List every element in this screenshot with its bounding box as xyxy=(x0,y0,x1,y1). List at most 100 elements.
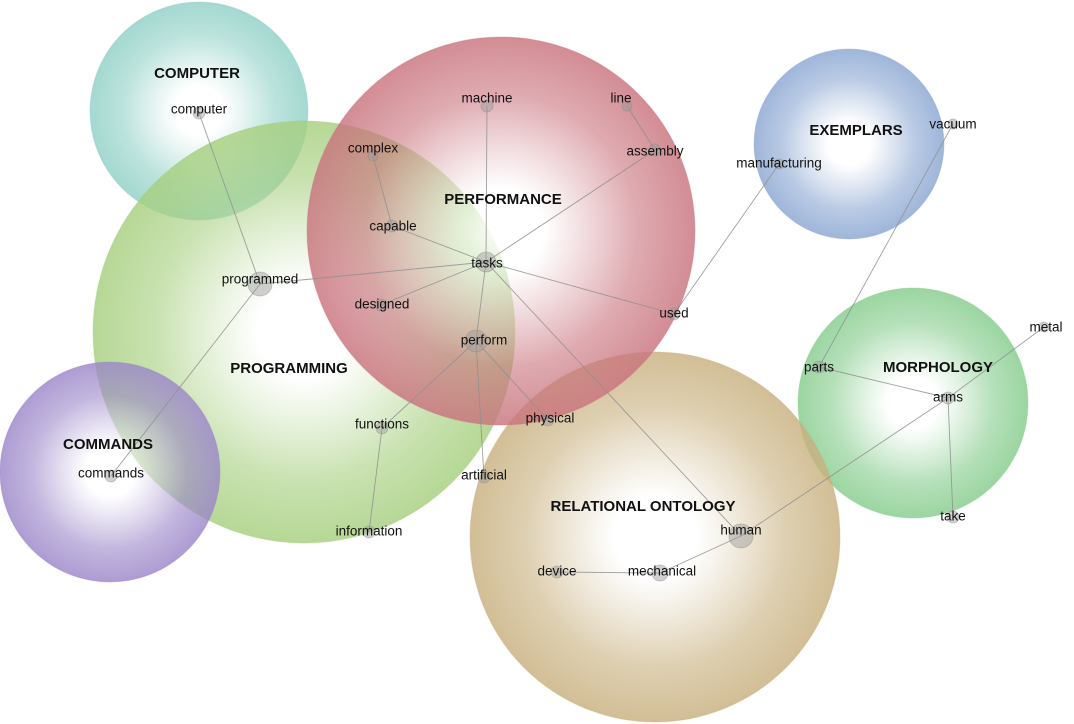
term-nodes: computer machine line assembly complex capabl… xyxy=(78,91,1063,582)
term-node-vacuum: vacuum xyxy=(929,117,976,132)
edge-perform-artificial xyxy=(475,340,485,478)
edge-tasks-designed xyxy=(380,261,487,306)
term-node-take: take xyxy=(940,509,966,524)
term-dot-designed xyxy=(374,298,388,312)
term-node-mechanical: mechanical xyxy=(628,564,696,582)
cluster-title-programming: PROGRAMMING xyxy=(230,360,348,377)
term-label-line: line xyxy=(610,91,631,106)
edge-assembly-tasks xyxy=(485,149,656,263)
edge-vacuum-parts xyxy=(818,123,954,368)
term-node-commands: commands xyxy=(78,466,144,483)
term-label-capable: capable xyxy=(369,219,416,234)
term-label-machine: machine xyxy=(461,91,512,106)
edge-programmed-tasks xyxy=(259,261,487,285)
edge-machine-tasks xyxy=(485,105,488,263)
edge-used-manufacturing xyxy=(673,163,780,315)
term-node-perform: perform xyxy=(461,329,508,353)
term-label-metal: metal xyxy=(1029,320,1062,335)
term-dot-capable xyxy=(385,219,399,233)
term-dot-machine xyxy=(480,99,494,113)
term-node-physical: physical xyxy=(526,411,575,427)
term-label-information: information xyxy=(336,524,403,539)
edge-programmed-commands xyxy=(110,283,261,477)
term-label-device: device xyxy=(537,564,576,579)
edge-tasks-human xyxy=(485,261,742,537)
term-node-artificial: artificial xyxy=(461,468,507,484)
term-dot-information xyxy=(362,525,376,539)
term-dot-perform xyxy=(464,329,488,353)
term-node-designed: designed xyxy=(355,297,410,312)
term-dot-manufacturing xyxy=(773,158,785,170)
term-dot-metal xyxy=(1038,321,1050,333)
term-node-capable: capable xyxy=(369,219,416,234)
edge-computer-programmed xyxy=(198,112,261,285)
term-label-vacuum: vacuum xyxy=(929,117,976,132)
term-dot-artificial xyxy=(477,470,491,484)
edge-device-mechanical xyxy=(556,571,661,574)
cluster-title-commands: COMMANDS xyxy=(63,436,153,453)
term-dot-vacuum xyxy=(947,118,959,130)
term-dot-physical xyxy=(541,413,555,427)
term-node-used: used xyxy=(659,306,688,321)
term-node-programmed: programmed xyxy=(222,271,299,297)
edge-arms-human xyxy=(740,397,949,537)
term-node-line: line xyxy=(610,91,633,112)
term-node-functions: functions xyxy=(355,417,409,435)
term-label-manufacturing: manufacturing xyxy=(736,156,822,171)
term-label-complex: complex xyxy=(348,141,399,156)
cluster-titles: COMPUTEREXEMPLARSPROGRAMMINGCOMMANDSMORP… xyxy=(63,65,993,515)
term-label-assembly: assembly xyxy=(626,144,683,159)
term-dot-used xyxy=(667,307,681,321)
term-dot-programmed xyxy=(247,271,273,297)
edge-complex-capable xyxy=(372,155,393,227)
edge-perform-functions xyxy=(381,340,477,429)
cluster-circle-relational xyxy=(469,351,841,723)
term-dot-arms xyxy=(941,391,955,405)
term-label-functions: functions xyxy=(355,417,409,432)
term-node-machine: machine xyxy=(461,91,513,113)
term-label-take: take xyxy=(940,509,966,524)
term-dot-assembly xyxy=(648,143,662,157)
term-label-designed: designed xyxy=(355,297,410,312)
edge-functions-information xyxy=(368,427,383,533)
term-node-computer: computer xyxy=(171,102,228,120)
cluster-circle-morphology xyxy=(797,287,1029,519)
term-node-assembly: assembly xyxy=(626,144,683,159)
edge-line-assembly xyxy=(626,105,656,151)
term-label-programmed: programmed xyxy=(222,272,299,287)
cluster-circles xyxy=(0,1,1029,723)
term-node-manufacturing: manufacturing xyxy=(736,156,822,171)
cluster-title-exemplars: EXEMPLARS xyxy=(809,122,902,139)
term-label-human: human xyxy=(720,523,761,538)
term-dot-line xyxy=(621,100,633,112)
term-dot-human xyxy=(728,523,754,549)
edge-arms-metal xyxy=(947,326,1045,399)
edge-perform-physical xyxy=(475,340,549,421)
term-node-information: information xyxy=(336,524,403,539)
term-node-arms: arms xyxy=(933,390,963,405)
term-label-perform: perform xyxy=(461,333,508,348)
term-dot-tasks xyxy=(475,251,497,273)
term-label-mechanical: mechanical xyxy=(628,564,696,579)
term-label-physical: physical xyxy=(526,411,575,426)
term-label-artificial: artificial xyxy=(461,468,507,483)
term-dot-parts xyxy=(812,360,826,374)
cluster-title-computer: COMPUTER xyxy=(154,65,240,82)
term-label-arms: arms xyxy=(933,390,963,405)
term-dot-take xyxy=(946,510,960,524)
cluster-title-relational: RELATIONAL ONTOLOGY xyxy=(550,498,735,515)
term-node-tasks: tasks xyxy=(471,251,503,273)
term-dot-commands xyxy=(104,469,118,483)
term-label-used: used xyxy=(659,306,688,321)
term-dot-computer xyxy=(192,106,206,120)
term-dot-complex xyxy=(367,150,379,162)
term-node-device: device xyxy=(537,564,576,579)
edge-arms-take xyxy=(947,397,954,518)
term-node-complex: complex xyxy=(348,141,399,162)
term-dot-device xyxy=(550,565,564,579)
edge-capable-tasks xyxy=(391,225,487,263)
term-label-commands: commands xyxy=(78,466,144,481)
cluster-circle-commands xyxy=(0,361,221,583)
edge-human-mechanical xyxy=(659,535,742,574)
